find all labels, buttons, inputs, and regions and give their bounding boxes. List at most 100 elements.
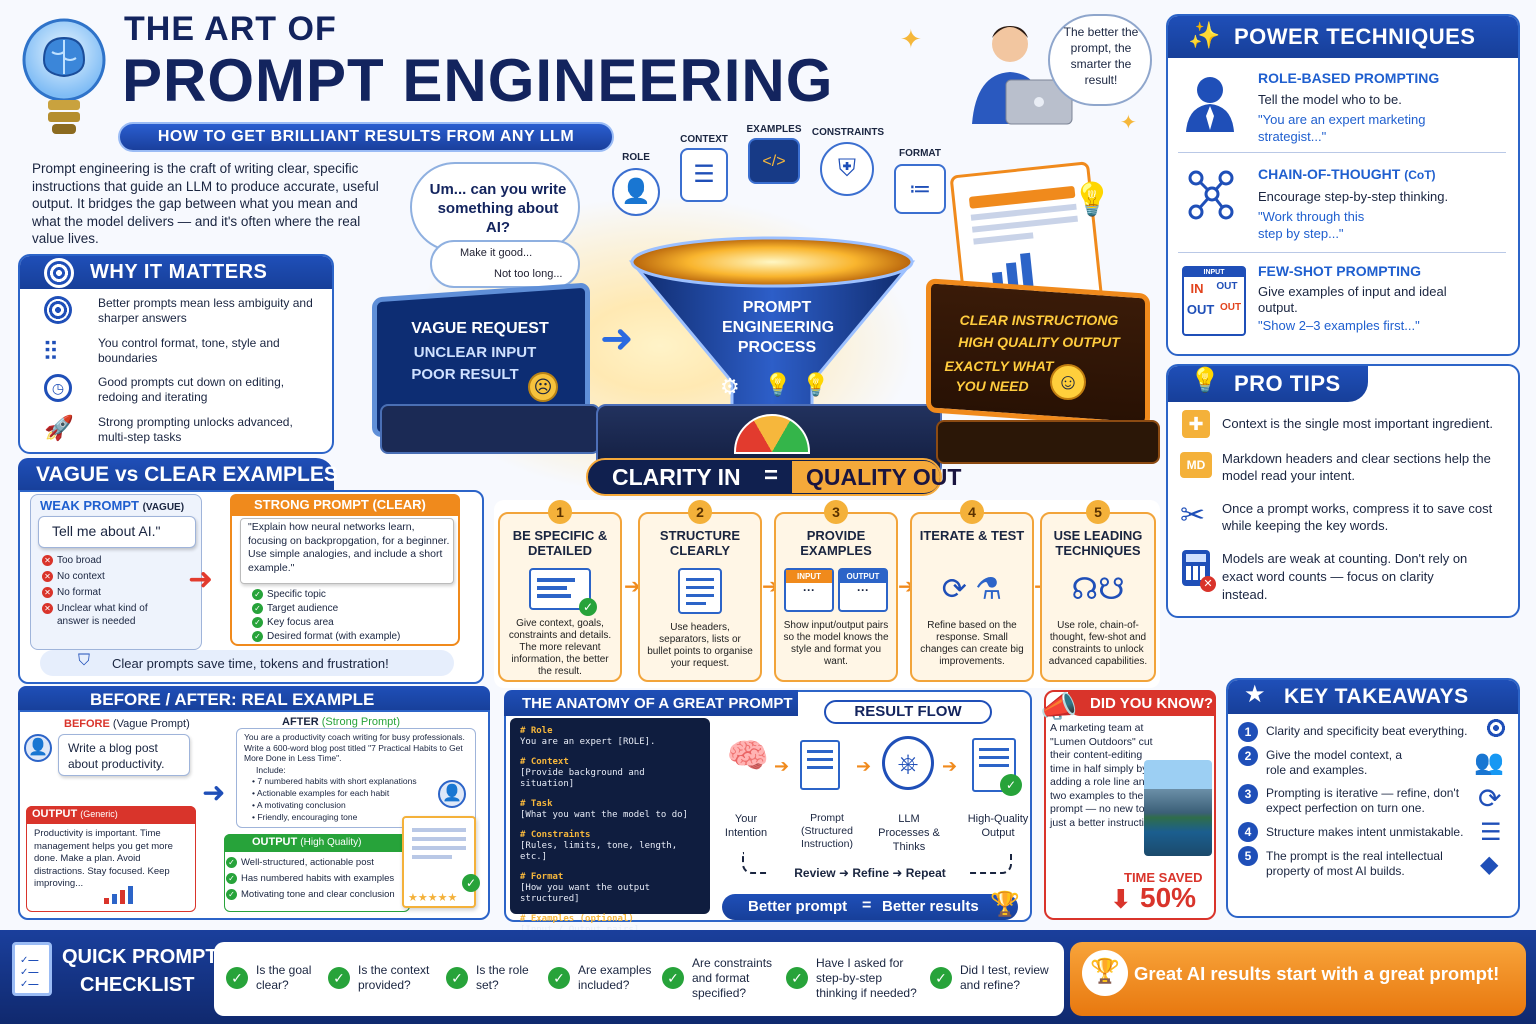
refresh-icon: ⟳ (1478, 783, 1502, 814)
input-icon-constraints: ⛨ (820, 142, 874, 196)
speech-bubble (1048, 14, 1152, 106)
brain-bulb-icon (18, 10, 110, 150)
brains-icon: ☊☋ (1071, 573, 1125, 606)
clear-monitor (926, 278, 1150, 428)
x-icon: ✕ (42, 603, 53, 614)
flow-footer-eq: = (862, 897, 872, 914)
before-prompt-box (58, 734, 190, 776)
sad-face-icon: ☹ (528, 372, 558, 402)
checklist-item-4: ✓Are examples included? (548, 950, 658, 1006)
user-icon-2: 👤 (438, 780, 466, 808)
check-icon: ✓ (548, 967, 570, 989)
after-label: AFTER (Strong Prompt) (282, 716, 400, 728)
input-label-examples: EXAMPLES (746, 124, 802, 135)
trophy-cta-icon: 🏆 (1082, 950, 1128, 996)
lightbulb-icon: 💡 (764, 372, 792, 397)
flow-node-4: High-Quality Output (967, 813, 1029, 839)
markdown-icon: MD (1180, 452, 1212, 478)
anatomy-title-bar (504, 690, 798, 716)
step-1: 1 BE SPECIFIC & DETAILED ✓ Give context,… (498, 500, 622, 682)
check-icon: ✓ (328, 967, 350, 989)
weak-point-3: ✕No format (42, 586, 101, 599)
happy-face-icon: ☺ (1050, 364, 1086, 400)
after-bullet-1: • 7 numbered habits with short explanati… (252, 776, 417, 786)
power-item-2-title: CHAIN-OF-THOUGHT (CoT) (1258, 166, 1436, 182)
weak-prompt-box (38, 516, 196, 548)
after-bullet-4: • Friendly, encouraging tone (252, 812, 358, 822)
clear-screen-line-4: YOU NEED (955, 378, 1029, 394)
checklist-title-1: QUICK PROMPT (62, 946, 218, 968)
output-hq-label-bg (224, 834, 410, 852)
target-small-icon (1484, 716, 1508, 740)
input-label-constraints: CONSTRAINTS (811, 127, 885, 138)
vague-screen-line-2: UNCLEAR INPUT (413, 344, 537, 361)
step-arrow-icon: ➔ (624, 576, 641, 598)
checklist-items-bg (214, 942, 1064, 1016)
step-4: 4 ITERATE & TEST ⟳ ⚗ Refine based on the… (910, 500, 1034, 682)
input-label-format: FORMAT (898, 148, 942, 159)
people-icon: 👥 (1474, 749, 1504, 776)
check-icon: ✓ (226, 967, 248, 989)
code-line-format: # Format[How you want the output structu… (520, 872, 651, 904)
strong-prompt-box (240, 518, 454, 584)
businessman-icon (1180, 72, 1240, 134)
takeaway-2-num: 2 (1238, 746, 1258, 766)
subtitle-ribbon (118, 122, 614, 152)
check-icon: ✓ (226, 872, 237, 884)
flow-arrow-icon: ➔ (774, 756, 790, 776)
output-hq-point-2: ✓Has numbered habits with examples (226, 872, 394, 885)
rocket-icon: 🚀 (44, 415, 74, 442)
examples-footer-bar (40, 650, 454, 676)
cta-banner (1070, 942, 1526, 1016)
takeaways-panel: KEY TAKEAWAYS (1226, 678, 1520, 918)
check-icon: ✓ (226, 888, 237, 900)
vague-console (380, 404, 600, 454)
check-icon: ✓ (252, 588, 263, 600)
check-icon: ✓ (786, 967, 808, 989)
bar-chart-icon (104, 884, 138, 904)
no-icon: ✕ (1200, 576, 1216, 592)
arrow-right-icon: ➜ (600, 317, 634, 361)
flow-arrow-icon: ➔ (856, 756, 872, 776)
flow-node-2: Prompt (Structured Instruction) (801, 812, 853, 850)
x-icon: ✕ (42, 554, 53, 566)
strong-point-4: ✓Desired format (with example) (252, 630, 400, 643)
red-arrow-icon: ➜ (188, 563, 214, 596)
thought-cloud-small (430, 240, 580, 288)
output-hq-point-1: ✓Well-structured, actionable post (226, 856, 374, 869)
trophy-icon: 🏆 (990, 891, 1020, 918)
weak-point-1: ✕Too broad (42, 554, 101, 567)
examples-title-bar (18, 458, 334, 492)
diamond-icon: ◆ (1480, 851, 1499, 878)
power-item-1-title: ROLE-BASED PROMPTING (1258, 70, 1440, 86)
before-after-title: BEFORE / AFTER: REAL EXAMPLE (90, 690, 375, 709)
strong-point-2: ✓Target audience (252, 602, 338, 615)
check-icon: ✓ (662, 967, 684, 989)
takeaways-title: KEY TAKEAWAYS (1284, 685, 1469, 708)
x-icon: ✕ (42, 586, 53, 598)
network-icon (1182, 164, 1238, 226)
lightbulb-icon-2: 💡 (802, 372, 830, 397)
banner-right-bg (792, 461, 940, 493)
cta-text: Great AI results start with a great prom… (1134, 963, 1500, 984)
step-2: 2 STRUCTURE CLEARLY Use headers, separat… (638, 500, 762, 682)
list-icon: ☰ (1480, 819, 1502, 846)
head-bulb-icon: 🧠 (726, 737, 770, 775)
before-label: BEFORE (Vague Prompt) (64, 718, 190, 730)
check-icon: ✓ (252, 602, 263, 614)
gear-icon: ⚙ (720, 374, 740, 399)
input-icon-format: ≔ (894, 164, 946, 214)
why-item-4: Strong prompting unlocks advanced, multi… (98, 415, 293, 444)
check-icon: ✓ (930, 967, 952, 989)
weak-point-2: ✕No context (42, 570, 105, 583)
banner-left: CLARITY IN (612, 464, 741, 490)
flow-title-bg (824, 700, 992, 724)
thought-small-2: Not too long... (494, 268, 563, 280)
thought-text: Um... can you write something about AI? (429, 181, 567, 236)
clock-icon: ◷ (44, 374, 72, 402)
person-avatar (958, 14, 1078, 130)
checklist-item-5: ✓Are constraints and format specified? (662, 950, 780, 1006)
